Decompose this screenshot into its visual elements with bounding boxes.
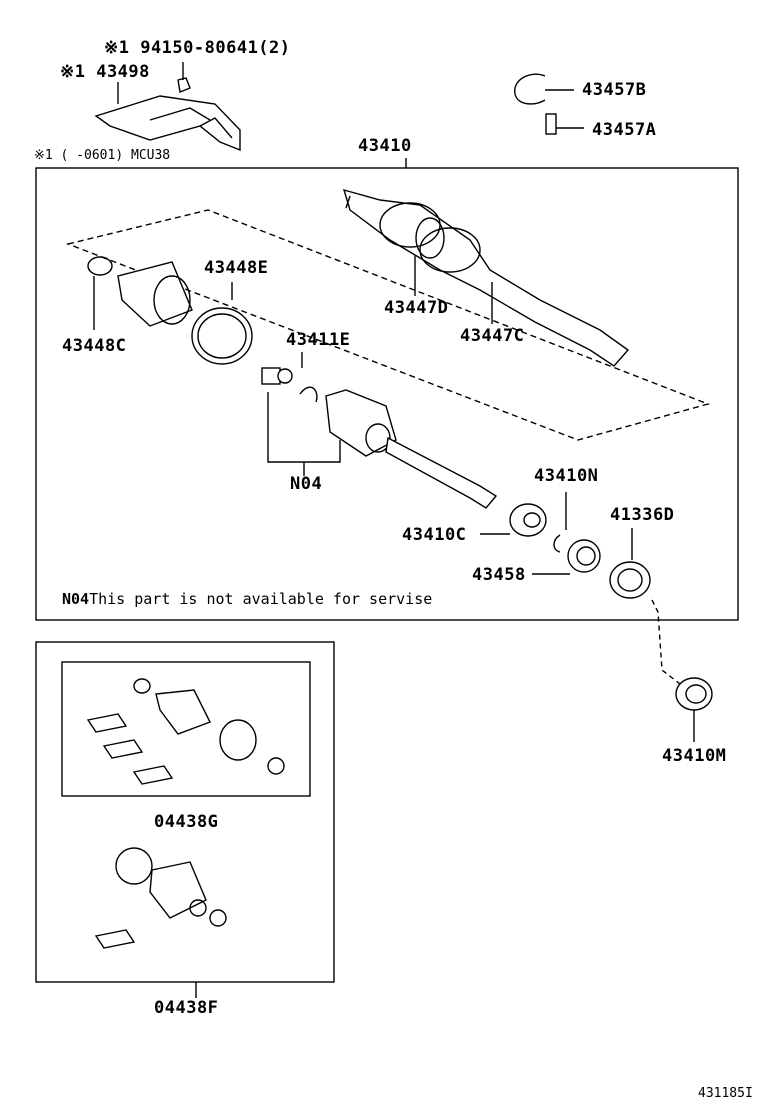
callout-43410N: 43410N	[534, 466, 599, 486]
n04-note: N04This part is not available for servis…	[62, 590, 432, 608]
callout-cover: ※1 43498	[60, 62, 150, 82]
kit-g-illustration	[86, 678, 285, 785]
assembly-box	[35, 167, 739, 621]
figure-id: 431185I	[698, 1086, 753, 1101]
callout-41336D: 41336D	[610, 505, 675, 525]
boot-kit-outline	[65, 209, 711, 441]
clip-43457B-illustration	[514, 73, 574, 105]
inner-housing-illustration	[325, 389, 498, 509]
n04-note-text: This part is not available for servise	[89, 590, 433, 608]
callout-kit-g: 04438G	[154, 812, 219, 832]
callout-43457A: 43457A	[592, 120, 657, 140]
callout-assembly: 43410	[358, 136, 412, 156]
band-43448E-illustration	[191, 282, 253, 365]
kit-box	[35, 641, 335, 983]
callout-43447C: 43447C	[460, 326, 525, 346]
tripod-joint-illustration	[261, 352, 303, 385]
kit-f-illustration	[94, 847, 227, 949]
bearing-43410C-illustration	[480, 503, 547, 537]
callout-43411E: 43411E	[286, 330, 351, 350]
n04-note-prefix: N04	[62, 590, 90, 608]
callout-n04: N04	[290, 474, 323, 494]
callout-43448C: 43448C	[62, 336, 127, 356]
drive-shaft-illustration	[342, 188, 630, 367]
bolt-94150-illustration	[177, 62, 191, 93]
seal-41336D-illustration	[609, 528, 651, 599]
ring-43458-illustration	[532, 539, 601, 575]
kit-g-box	[61, 661, 311, 797]
callout-kit-f: 04438F	[154, 998, 219, 1018]
clamp-43448C-illustration	[87, 256, 113, 330]
bolt-43457A-illustration	[545, 113, 584, 135]
applicability-note: ※1 ( -0601) MCU38	[34, 148, 171, 163]
cover-43498-illustration	[94, 95, 241, 152]
boot-inner-illustration	[117, 261, 193, 327]
callout-43458: 43458	[472, 565, 526, 585]
callout-43410M: 43410M	[662, 746, 727, 766]
bearing-43410M-illustration	[675, 677, 713, 742]
callout-43448E: 43448E	[204, 258, 269, 278]
callout-43457B: 43457B	[582, 80, 647, 100]
callout-43447D: 43447D	[384, 298, 449, 318]
callout-bolt: ※1 94150-80641(2)	[104, 38, 291, 58]
callout-43410C: 43410C	[402, 525, 467, 545]
